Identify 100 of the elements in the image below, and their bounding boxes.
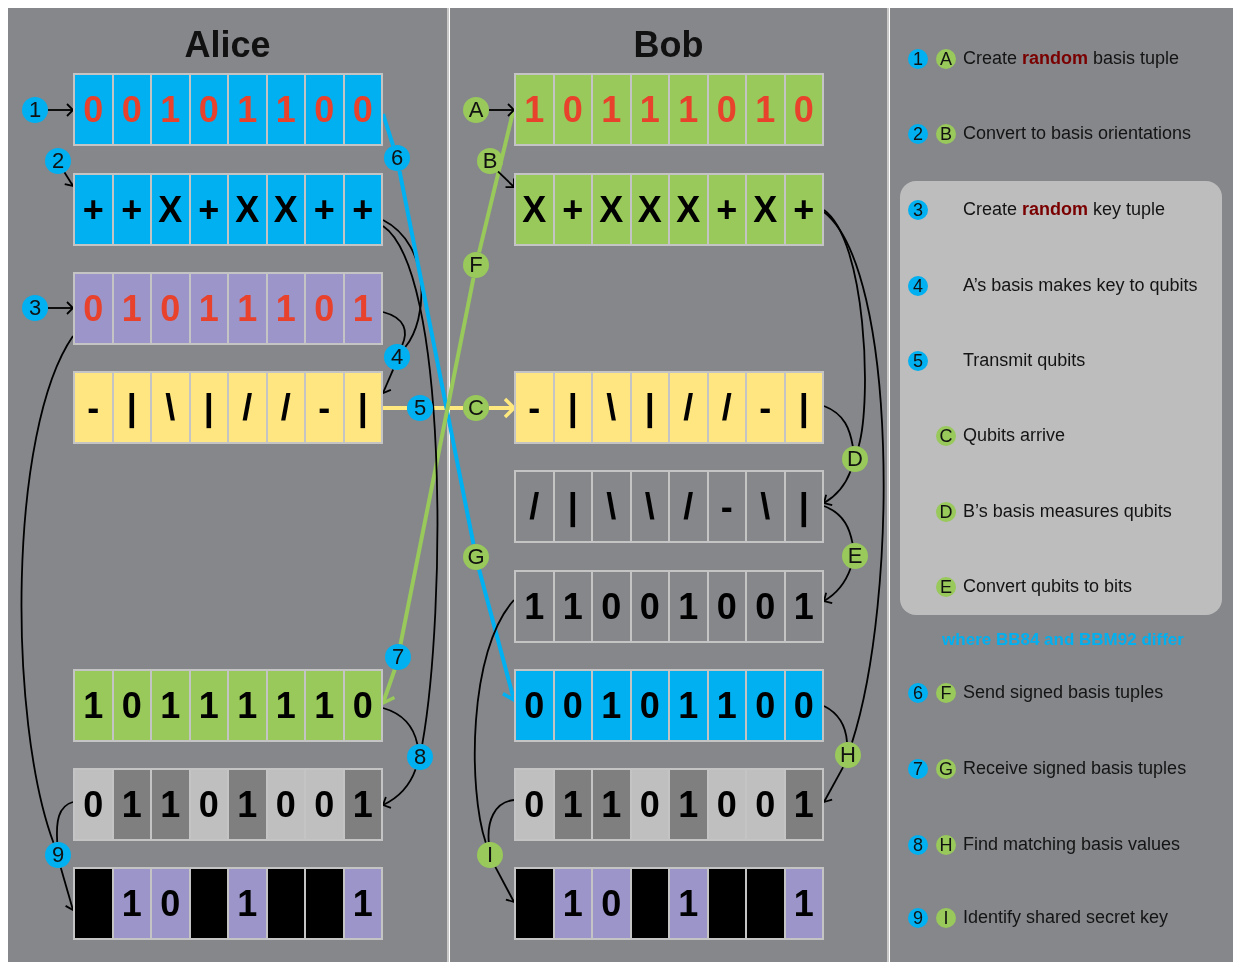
step-marker: C xyxy=(936,426,956,446)
step-description: A’s basis makes key to qubits xyxy=(963,275,1198,295)
bit-cell: 1 xyxy=(785,572,822,641)
panel xyxy=(450,8,889,962)
step-marker: 8 xyxy=(407,744,433,770)
arrow xyxy=(382,768,417,809)
connector-line xyxy=(823,405,854,448)
step-marker: I xyxy=(477,842,503,868)
bit-cell: / xyxy=(670,472,707,541)
bit-cell: 0 xyxy=(554,671,591,740)
bit-row xyxy=(73,371,383,444)
step-description: Find matching basis values xyxy=(963,834,1181,854)
panel-heading: Bob xyxy=(632,24,705,66)
bit-row xyxy=(514,173,824,246)
step-marker: F xyxy=(463,252,489,278)
arrow xyxy=(63,171,76,187)
bit-row xyxy=(73,272,383,345)
connector-line xyxy=(56,801,74,843)
bit-row xyxy=(73,669,383,742)
bit-cell: / xyxy=(670,373,707,442)
bit-cell: \ xyxy=(631,472,668,541)
bit-cell: 1 xyxy=(554,869,591,938)
bit-cell: 1 xyxy=(229,770,266,839)
arrow xyxy=(47,103,74,117)
bit-cell: 1 xyxy=(306,671,343,740)
bit-cell: 1 xyxy=(670,770,707,839)
bit-cell: 1 xyxy=(747,75,784,144)
bit-cell: 0 xyxy=(747,572,784,641)
step-marker: 3 xyxy=(908,200,928,220)
bit-cell: 0 xyxy=(631,770,668,839)
connector-line xyxy=(382,311,406,346)
connector-line xyxy=(381,113,395,147)
bit-cell: 0 xyxy=(747,770,784,839)
bit-cell: 1 xyxy=(229,671,266,740)
bit-cell: \ xyxy=(593,472,630,541)
group-highlight xyxy=(900,181,1222,615)
bit-cell: 1 xyxy=(631,75,668,144)
bit-cell: | xyxy=(344,373,381,442)
bit-cell: 1 xyxy=(554,770,591,839)
bit-cell: \ xyxy=(593,373,630,442)
connector-line xyxy=(487,799,515,843)
bit-cell: 1 xyxy=(593,75,630,144)
bit-cell: 0 xyxy=(631,671,668,740)
bit-cell: 0 xyxy=(113,75,150,144)
bit-row xyxy=(73,867,383,940)
step-marker: 6 xyxy=(384,145,410,171)
bit-cell: 1 xyxy=(708,671,745,740)
step-description: Receive signed basis tuples xyxy=(963,758,1187,778)
bit-cell: - xyxy=(747,373,784,442)
bit-cell: \ xyxy=(747,472,784,541)
step-marker: C xyxy=(463,395,489,421)
arrow xyxy=(488,103,515,117)
bit-row xyxy=(73,73,383,146)
step-marker: G xyxy=(463,544,489,570)
bit-cell: / xyxy=(516,472,553,541)
bit-cell: | xyxy=(190,373,227,442)
bit-cell: \ xyxy=(152,373,189,442)
bit-row xyxy=(514,669,824,742)
bit-row xyxy=(514,867,824,940)
step-marker: 7 xyxy=(385,644,411,670)
panel xyxy=(8,8,449,962)
bit-cell: | xyxy=(554,373,591,442)
bit-cell: 1 xyxy=(516,75,553,144)
step-description: Convert qubits to bits xyxy=(963,576,1133,596)
bit-cell: 0 xyxy=(785,671,822,740)
bit-cell: X xyxy=(631,175,668,244)
bit-cell: 0 xyxy=(75,75,112,144)
bit-cell: 1 xyxy=(190,671,227,740)
bit-cell: 0 xyxy=(75,274,112,343)
step-marker: B xyxy=(477,148,503,174)
step-marker: D xyxy=(936,502,956,522)
bit-cell: / xyxy=(229,373,266,442)
bit-cell: + xyxy=(75,175,112,244)
connector-line xyxy=(823,209,866,448)
bit-cell: X xyxy=(229,175,266,244)
bit-cell: + xyxy=(344,175,381,244)
connector-line xyxy=(383,406,407,410)
step-description: Create random basis tuple xyxy=(963,48,1180,68)
step-marker: 2 xyxy=(45,148,71,174)
bit-cell: 0 xyxy=(190,75,227,144)
note-text: where BB84 and BBM92 differ xyxy=(942,630,1184,650)
bit-cell: 1 xyxy=(516,572,553,641)
bit-cell: 1 xyxy=(267,274,304,343)
bit-cell: 1 xyxy=(267,671,304,740)
step-marker: E xyxy=(936,577,956,597)
bit-cell: X xyxy=(747,175,784,244)
bit-cell: 0 xyxy=(306,770,343,839)
bit-cell: 1 xyxy=(670,869,707,938)
bit-cell: X xyxy=(593,175,630,244)
bit-cell: 1 xyxy=(785,869,822,938)
bit-cell: 1 xyxy=(344,274,381,343)
bit-cell: 0 xyxy=(344,671,381,740)
bit-cell: + xyxy=(708,175,745,244)
bit-cell: 0 xyxy=(708,75,745,144)
step-marker: E xyxy=(842,543,868,569)
bit-cell: 0 xyxy=(593,869,630,938)
bit-cell: 0 xyxy=(344,75,381,144)
bit-cell: 0 xyxy=(152,869,189,938)
bit-cell: X xyxy=(152,175,189,244)
bit-cell: 0 xyxy=(516,770,553,839)
